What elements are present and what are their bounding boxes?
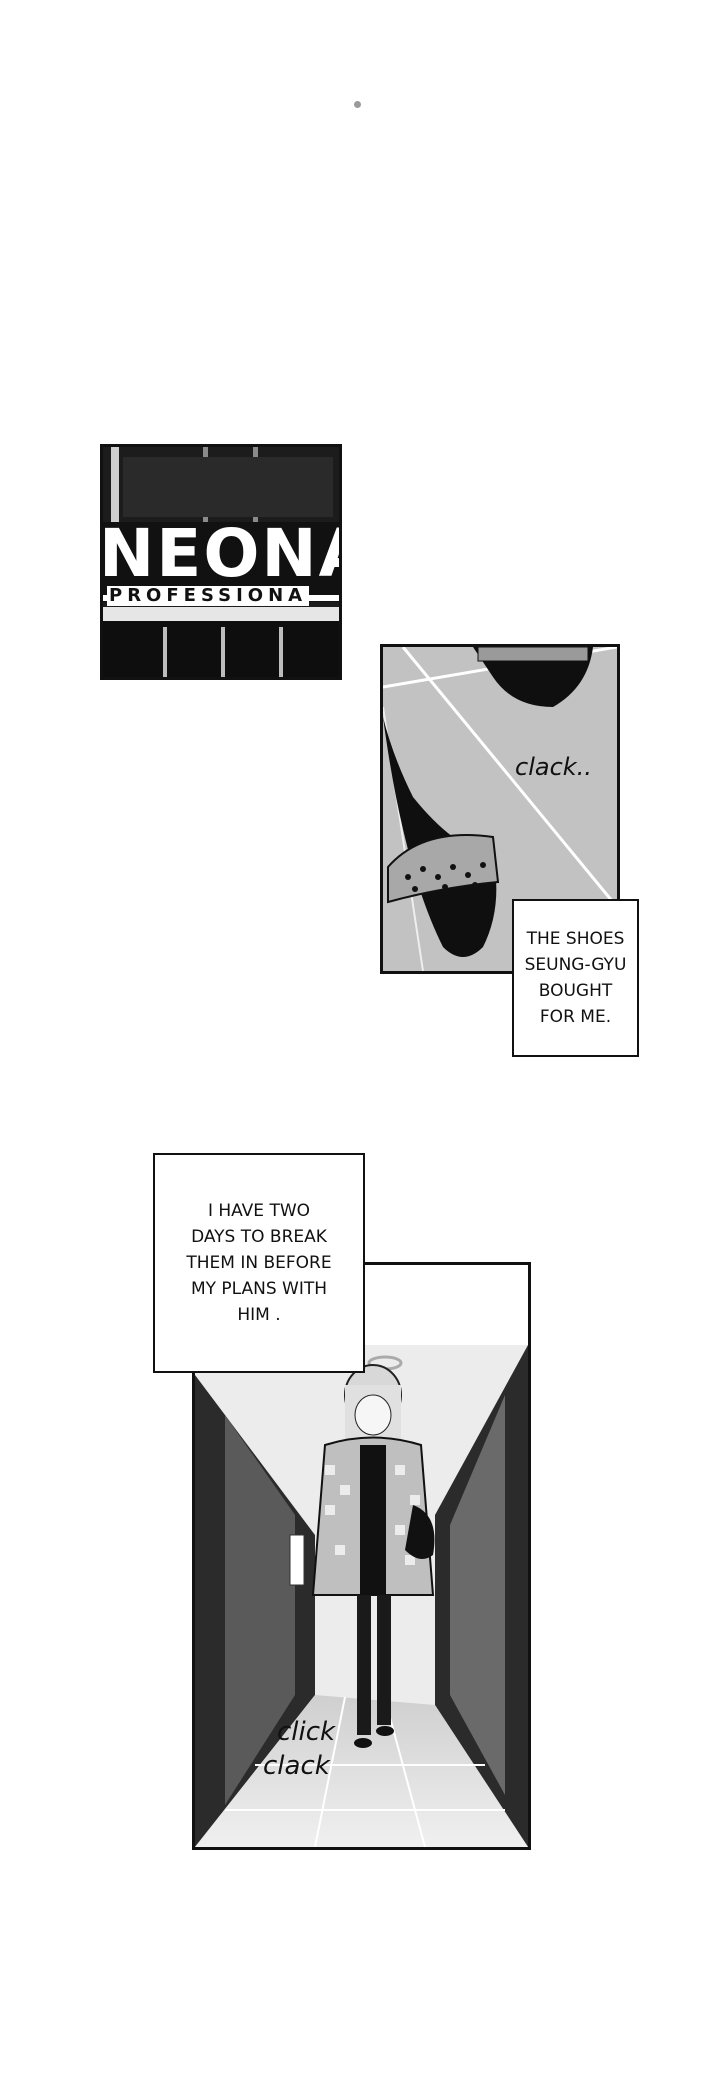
caption-line: I HAVE TWO [207,1201,311,1221]
sfx-clack-2: clack [263,1751,330,1781]
caption-plans-text: I HAVE TWO DAYS TO BREAK THEM IN BEFORE … [186,1198,331,1328]
caption-line: HIM . [237,1305,281,1325]
caption-plans: I HAVE TWO DAYS TO BREAK THEM IN BEFORE … [153,1153,365,1373]
caption-line: BOUGHT [538,981,613,1001]
sign-word: NEONA [100,515,339,592]
scroll-indicator-dot [354,101,361,108]
caption-line: FOR ME. [539,1007,612,1027]
caption-shoes: THE SHOES SEUNG-GYU BOUGHT FOR ME. [512,899,639,1057]
caption-line: SEUNG-GYU [524,955,627,975]
caption-line: THE SHOES [526,929,625,949]
panel-building-sign: NEONA PROFESSIONA [100,444,342,680]
sign-subtitle: PROFESSIONA [107,585,310,606]
caption-line: THEM IN BEFORE [186,1253,332,1273]
caption-line: MY PLANS WITH [190,1279,328,1299]
caption-line: DAYS TO BREAK [191,1227,327,1247]
caption-shoes-text: THE SHOES SEUNG-GYU BOUGHT FOR ME. [525,926,627,1030]
sfx-clack: clack.. [515,753,592,781]
sfx-click: click [277,1717,336,1747]
